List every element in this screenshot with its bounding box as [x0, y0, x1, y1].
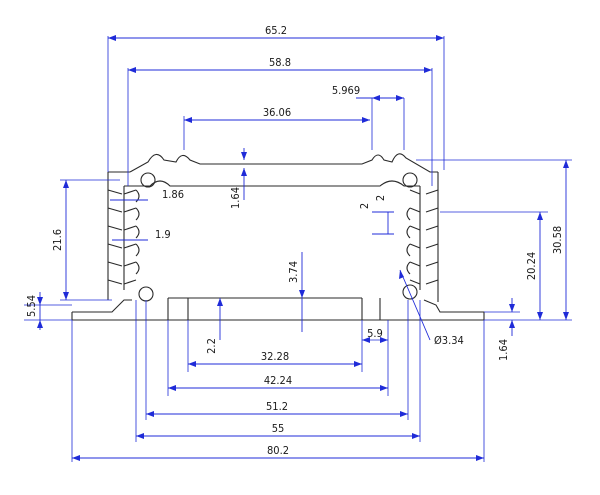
dim-overall-top: 65.2 [265, 24, 287, 37]
dim-gap-b: 2 [374, 195, 387, 201]
profile-outline [71, 153, 485, 321]
dim-bottom-3: 51.2 [266, 400, 288, 413]
dim-base-thickness: 1.64 [497, 339, 510, 361]
dim-foot-width: 5.9 [367, 327, 383, 340]
dim-inner-top: 58.8 [269, 56, 291, 69]
dim-hole: Ø3.34 [434, 334, 464, 347]
dim-inner-height: 20.24 [525, 252, 538, 280]
dimension-labels: 65.2 58.8 5.969 36.06 1.64 1.86 1.9 21.6… [25, 24, 564, 457]
dim-bottom-4: 55 [272, 422, 285, 435]
dim-bottom-1: 32.28 [261, 350, 289, 363]
dim-overall-width: 80.2 [267, 444, 289, 457]
dim-slot-width: 5.969 [332, 84, 360, 97]
dim-total-height: 30.58 [551, 226, 564, 254]
extension-lines [24, 36, 572, 462]
dimension-lines [39, 37, 567, 459]
arrowheads [37, 35, 569, 461]
dim-cavity-height: 3.74 [287, 261, 300, 283]
dim-fin-2: 1.9 [155, 228, 171, 241]
dim-gap-a: 2 [358, 203, 371, 209]
dim-left-height: 21.6 [51, 229, 64, 251]
dim-wall-top: 1.64 [229, 187, 242, 209]
dim-fin-1: 1.86 [162, 188, 184, 201]
dim-foot-depth: 2.2 [205, 338, 218, 354]
dim-bottom-2: 42.24 [264, 374, 292, 387]
dim-top-span: 36.06 [263, 106, 291, 119]
dim-flange: 5.54 [25, 295, 38, 317]
